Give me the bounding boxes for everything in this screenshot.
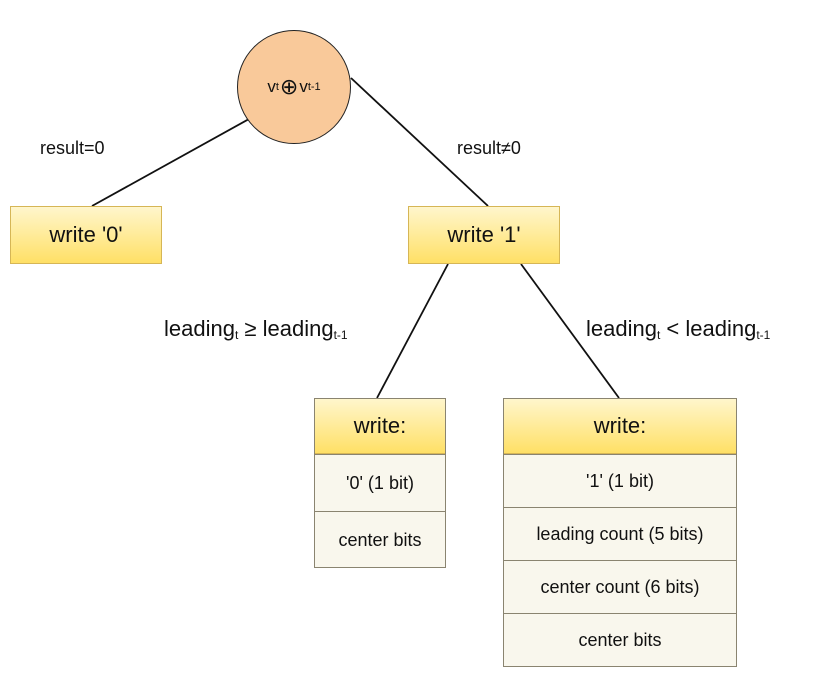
edge-root-to-write0	[91, 113, 259, 207]
edge-write1-to-left-table	[376, 263, 449, 399]
left-table-header: write:	[315, 399, 445, 454]
edge-write1-to-right-table	[520, 263, 620, 399]
root-v2: v	[299, 77, 308, 96]
left-write-table: write: '0' (1 bit) center bits	[314, 398, 446, 568]
label-result-zero: result=0	[40, 138, 105, 158]
xor-operator: ⊕	[279, 74, 299, 99]
root-sub-t1: t-1	[307, 81, 321, 93]
label-leading-ge: leadingt ≥ leadingt-1	[164, 316, 348, 342]
right-write-table: write: '1' (1 bit) leading count (5 bits…	[503, 398, 737, 667]
write-one-box: write '1'	[408, 206, 560, 264]
label-leading-lt: leadingt < leadingt-1	[586, 316, 771, 342]
right-table-row: '1' (1 bit)	[504, 454, 736, 507]
right-table-row: center count (6 bits)	[504, 560, 736, 613]
right-table-header: write:	[504, 399, 736, 454]
edge-root-to-write1	[350, 77, 489, 207]
left-table-row: '0' (1 bit)	[315, 454, 445, 511]
label-result-nonzero: result≠0	[457, 138, 521, 158]
left-table-row: center bits	[315, 511, 445, 568]
root-v1: v	[267, 77, 276, 96]
write-zero-box: write '0'	[10, 206, 162, 264]
right-table-row: leading count (5 bits)	[504, 507, 736, 560]
root-sub-t: t	[275, 81, 279, 93]
right-table-row: center bits	[504, 613, 736, 666]
